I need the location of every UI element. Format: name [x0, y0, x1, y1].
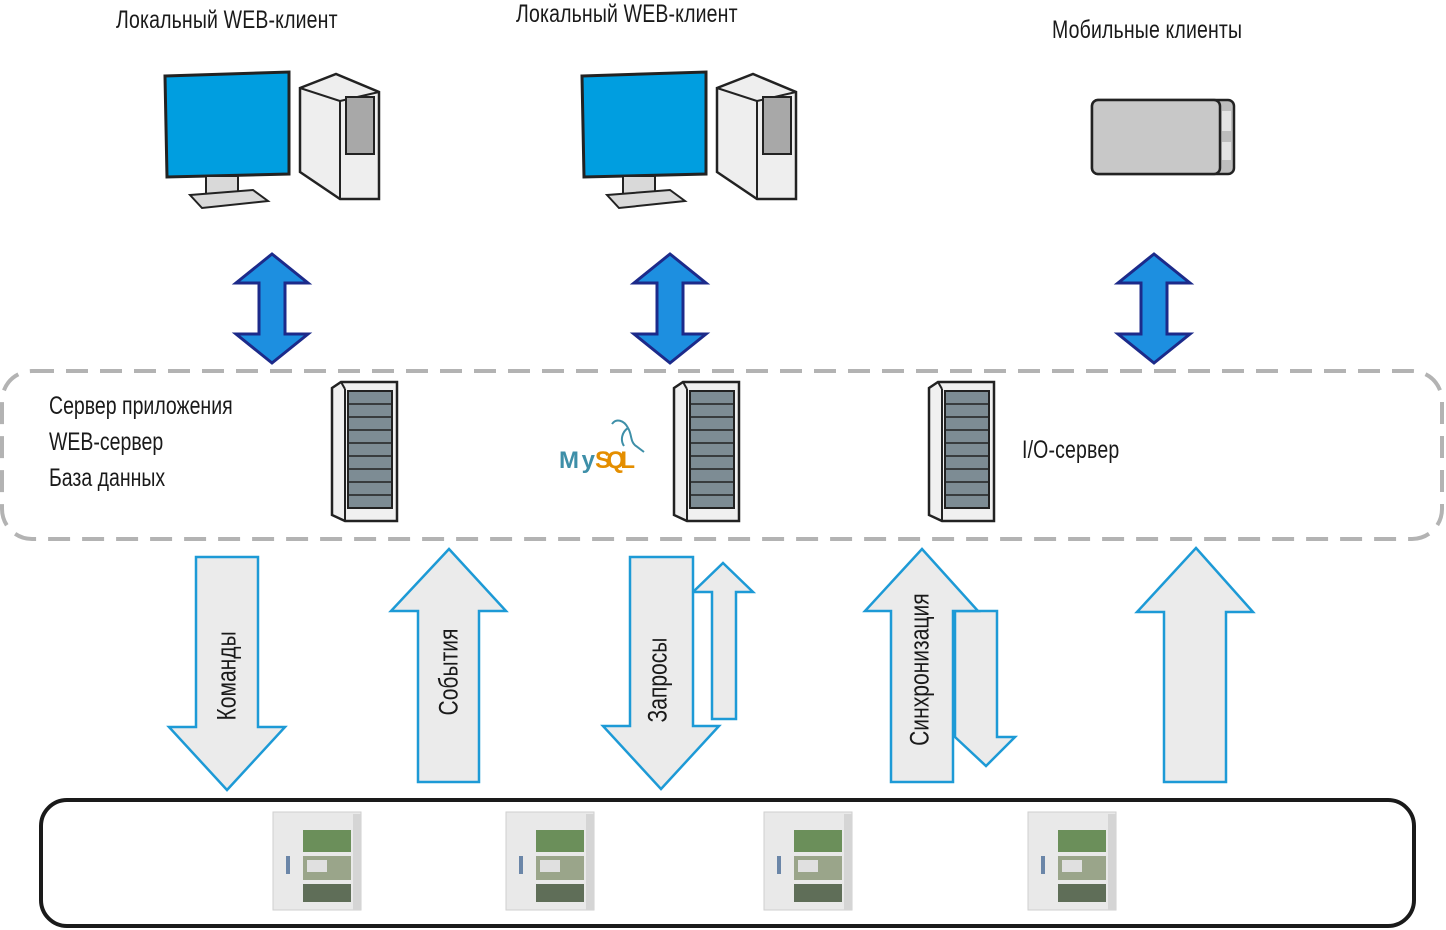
flow-label-commands: Команды: [211, 631, 242, 721]
commands-arrow: [166, 555, 288, 792]
server-roles: Сервер приложения WEB-сервер База данных: [49, 388, 284, 496]
desktop-computer-icon: [163, 70, 381, 210]
sync-return-arrow: [953, 609, 1019, 768]
controller-cabinet-icon: [1027, 811, 1117, 911]
client-label: Мобильные клиенты: [1052, 16, 1243, 44]
client-label: Локальный WEB-клиент: [516, 0, 738, 28]
mysql-logo-my: My: [559, 447, 596, 474]
server-role: WEB-сервер: [49, 428, 164, 456]
flow-label-sync: Синхронизация: [904, 593, 935, 746]
server-rack-icon: [927, 380, 996, 523]
controller-cabinet-icon: [272, 811, 362, 911]
bidirectional-arrow-icon: [1113, 252, 1195, 365]
server-rack-icon: [330, 380, 399, 523]
io-up-arrow: [1134, 546, 1256, 784]
desktop-computer-icon: [580, 70, 798, 210]
sync-arrow: [862, 547, 981, 784]
bidirectional-arrow-icon: [629, 252, 711, 365]
controllers-zone-border: [39, 798, 1416, 928]
flow-label-events: События: [433, 628, 464, 716]
mysql-logo-sql: SQL: [595, 447, 635, 474]
server-rack-icon: [672, 380, 741, 523]
bidirectional-arrow-icon: [231, 252, 313, 365]
events-arrow: [388, 547, 509, 784]
flow-label-requests: Запросы: [642, 637, 673, 723]
io-server-label: I/O-сервер: [1022, 436, 1120, 464]
server-role: Сервер приложения: [49, 392, 233, 420]
server-zone-border: [0, 369, 1444, 541]
requests-arrow: [600, 555, 722, 791]
client-label: Локальный WEB-клиент: [116, 6, 338, 34]
controller-cabinet-icon: [763, 811, 853, 911]
mysql-dolphin-icon: [611, 419, 645, 453]
controller-cabinet-icon: [505, 811, 595, 911]
mobile-device-icon: [1090, 98, 1236, 176]
requests-return-arrow: [689, 561, 757, 721]
server-role: База данных: [49, 464, 166, 492]
